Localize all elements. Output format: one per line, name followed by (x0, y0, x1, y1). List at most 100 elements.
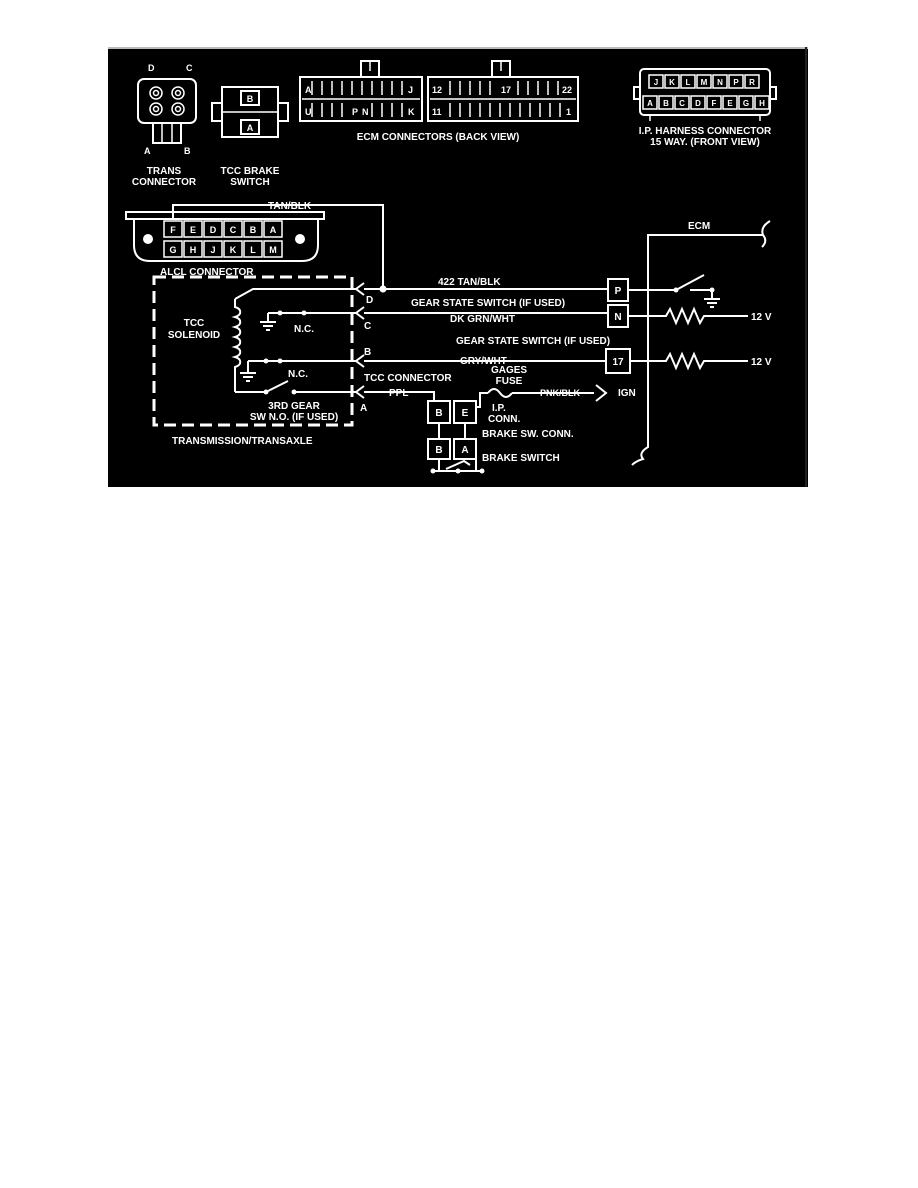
trans-connector-latch (152, 122, 182, 144)
pnk-blk-label: PNK/BLK (540, 388, 580, 398)
ip-pin-b: B (663, 99, 669, 108)
ecm-pin-1: 1 (566, 107, 571, 117)
ecm-module: ECM P N 17 12 V 12 V (605, 220, 772, 466)
ecm-pin-n-label: N (614, 312, 621, 323)
trans-pin-a (149, 102, 163, 116)
ecm-pin-u: U (305, 107, 312, 117)
nc2-label: N.C. (288, 369, 308, 380)
ip-harness-left-tab (633, 86, 641, 100)
ip-pin-c: C (679, 99, 685, 108)
third-gear-blade-open (265, 380, 289, 393)
alcl-pin-j: J (210, 245, 215, 255)
terminal-d-chevron (354, 282, 365, 296)
wire-422-label: 422 TAN/BLK (438, 277, 501, 288)
brake-switch-pin-a: A (461, 445, 468, 456)
ip-conn-label-1: I.P. (492, 403, 506, 414)
tcc-solenoid-label-1: TCC (184, 318, 205, 329)
ecm-pin-p-label: P (615, 286, 622, 297)
tcc-brake-switch-connector: B A TCC BRAKE SWITCH (211, 86, 289, 188)
ip-pin-j: J (654, 78, 658, 87)
trans-pin-label-b: B (184, 146, 191, 156)
trans-pin-d-core (152, 89, 160, 97)
trans-connector-label-2: CONNECTOR (132, 177, 197, 188)
alcl-right-boss (295, 234, 305, 244)
trans-pin-c (171, 86, 185, 100)
ip-pin-a: A (647, 99, 653, 108)
wire-ppl (364, 391, 435, 401)
ign-arrow-icon (595, 384, 608, 402)
ip-harness-bottom-row (642, 95, 770, 110)
ign-label: IGN (618, 388, 636, 399)
alcl-pin-b: B (250, 225, 257, 235)
tcc-brake-left-ear (211, 102, 223, 122)
tcc-brake-pin-a: A (247, 123, 254, 133)
alcl-pin-f: F (170, 225, 176, 235)
ecm-connectors: A J U P N K 12 17 22 11 1 ECM CONNECTORS… (299, 60, 579, 143)
brake-switch-contact-3 (479, 468, 485, 474)
trans-pin-d (149, 86, 163, 100)
terminal-d-label: D (366, 295, 373, 306)
brake-switch-label: BRAKE SWITCH (482, 453, 560, 464)
alcl-left-boss (143, 234, 153, 244)
brake-e-up (476, 392, 488, 408)
tcc-brake-pin-b-box (240, 90, 260, 106)
ecm-pin-a: A (305, 85, 312, 95)
trans-pin-label-d: D (148, 63, 155, 73)
tcc-solenoid-label-2: SOLENOID (168, 330, 220, 341)
ip-harness-right-tab (769, 86, 777, 100)
alcl-top-flange (125, 211, 325, 220)
alcl-pin-m: M (269, 245, 277, 255)
ecm-resistor-n (628, 306, 748, 326)
ip-pin-n: N (717, 78, 723, 87)
alcl-pin-d: D (210, 225, 217, 235)
third-gear-label-1: 3RD GEAR (268, 401, 320, 412)
solenoid-top-lead (234, 288, 356, 300)
ip-pin-k: K (669, 78, 675, 87)
trans-connector-label-1: TRANS (147, 166, 182, 177)
ecm-pin-22: 22 (562, 85, 572, 95)
ecm-left-pin-ticks (311, 81, 403, 117)
trans-pin-b (171, 102, 185, 116)
ecm-pin-p: P (352, 107, 358, 117)
alcl-label: ALCL CONNECTOR (160, 267, 254, 278)
alcl-pin-a: A (270, 225, 277, 235)
ip-harness-top-row (648, 74, 760, 89)
transmission-box: TCC SOLENOID N.C. N.C. 3RD GEAR SW (152, 275, 452, 447)
ecm-label: ECM (688, 221, 710, 232)
gages-label-1: GAGES (491, 365, 527, 376)
brake-sw-conn-label: BRAKE SW. CONN. (482, 429, 574, 440)
ecm-pin-j: J (408, 85, 413, 95)
terminal-a-label: A (360, 403, 367, 414)
brake-switch-contact-1 (430, 468, 436, 474)
ip-conn-label-2: CONN. (488, 414, 520, 425)
tcc-brake-label-2: SWITCH (230, 177, 269, 188)
gry-wht-label: GRY/WHT (460, 356, 507, 367)
tcc-brake-pin-b: B (247, 94, 254, 104)
trans-pin-c-core (174, 89, 182, 97)
transmission-dashed-outline (152, 275, 354, 427)
ecm-pin-17-label: 17 (612, 357, 624, 368)
ip-harness-connector: J K L M N P R A B C D F E G H I.P. HARNE… (633, 68, 777, 148)
tcc-wiring-diagram: D C A B TRANS CONNECTOR B A TCC BRAKE SW… (108, 47, 808, 487)
ecm-pin-k: K (408, 107, 415, 117)
ecm-resistor-17 (630, 351, 748, 371)
tcc-solenoid-coil (231, 299, 242, 392)
gear-state-label-2: GEAR STATE SWITCH (IF USED) (456, 336, 610, 347)
third-gear-label-2: SW N.O. (IF USED) (250, 412, 338, 423)
alcl-connector: F E D C B A G H J K L M ALCL CONNECTOR (125, 211, 325, 278)
ip-pin-d: D (695, 99, 701, 108)
ecm-voltage-1: 12 V (751, 312, 772, 323)
alcl-pin-h: H (190, 245, 197, 255)
brake-switch-pin-a-box (453, 438, 477, 460)
tcc-brake-label-1: TCC BRAKE (221, 166, 280, 177)
tan-blk-label: TAN/BLK (268, 201, 312, 212)
alcl-top-row (163, 220, 283, 238)
brake-switch-pin-b: B (435, 445, 442, 456)
ecm-pin-12: 12 (432, 85, 442, 95)
terminal-c-chevron (354, 306, 365, 320)
brake-conn-pin-b: B (435, 408, 442, 419)
ip-pin-g: G (743, 99, 749, 108)
dk-grn-wht-label: DK GRN/WHT (450, 314, 515, 325)
terminal-b-chevron (354, 354, 365, 368)
tcc-connector-label: TCC CONNECTOR (364, 373, 452, 384)
